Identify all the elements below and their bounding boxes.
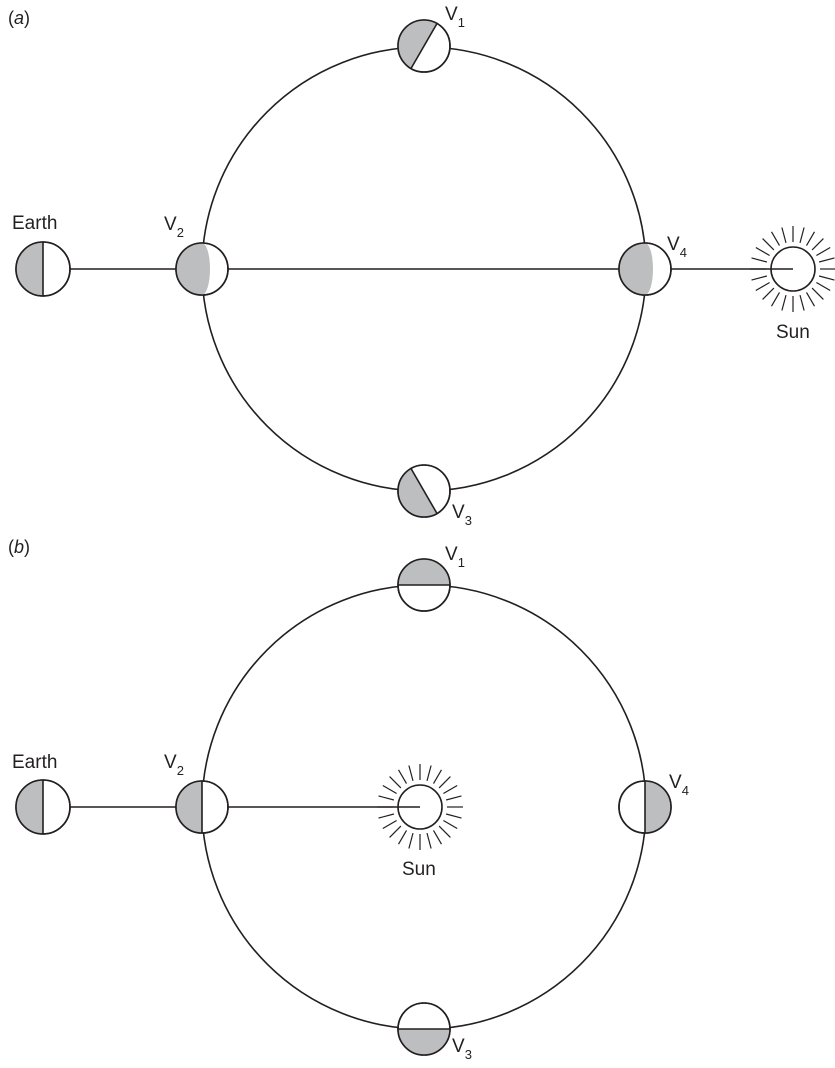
- sun-ray: [443, 786, 457, 794]
- sun-ray: [399, 830, 407, 844]
- venus-v2-a: [176, 243, 228, 295]
- sun-ray: [763, 288, 774, 299]
- sun-a: [750, 226, 835, 312]
- sun-ray: [772, 232, 780, 246]
- sun-ray: [819, 258, 834, 262]
- sun-ray: [409, 833, 413, 848]
- venus-label-v3-b: V3: [452, 1036, 472, 1062]
- sun-ray: [807, 292, 815, 306]
- earth-b: [16, 780, 70, 834]
- earth-label-b: Earth: [12, 752, 57, 773]
- sun-ray: [379, 796, 394, 800]
- venus-v3-a: [398, 465, 450, 517]
- sun-ray: [390, 777, 401, 788]
- sun-ray: [807, 232, 815, 246]
- sun-ray: [752, 258, 767, 262]
- sun-ray: [427, 766, 431, 781]
- venus-label-v4-a: V4: [667, 234, 687, 260]
- sun-ray: [383, 786, 397, 794]
- sun-ray: [439, 777, 450, 788]
- venus-v1-a: [397, 20, 450, 72]
- venus-v1-b: [398, 559, 450, 611]
- sun-ray: [434, 830, 442, 844]
- sun-ray: [800, 295, 804, 310]
- sun-ray: [812, 239, 823, 250]
- sun-ray: [756, 283, 770, 291]
- sun-ray: [379, 814, 394, 818]
- sun-ray: [782, 295, 786, 310]
- sun-ray: [439, 826, 450, 837]
- sun-ray: [772, 292, 780, 306]
- sun-ray: [383, 821, 397, 829]
- earth-a: [16, 242, 70, 296]
- venus-label-v3-a: V3: [452, 502, 472, 528]
- sun-ray: [443, 821, 457, 829]
- venus-label-v1-a: V1: [445, 4, 465, 30]
- earth-label-a: Earth: [12, 213, 57, 234]
- panel-a-label: (a): [8, 8, 30, 28]
- sun-ray: [427, 833, 431, 848]
- venus-v4-b: [619, 781, 671, 833]
- sun-label-b: Sun: [402, 859, 436, 880]
- panel-a: (a) Earth V1 V2: [8, 4, 835, 528]
- sun-ray: [434, 770, 442, 784]
- sun-ray: [782, 228, 786, 243]
- sun-label-a: Sun: [776, 322, 810, 343]
- sun-ray: [812, 288, 823, 299]
- venus-v4-a: [619, 243, 671, 295]
- venus-v3-b: [398, 1003, 450, 1055]
- sun-ray: [819, 276, 834, 280]
- sun-ray: [409, 766, 413, 781]
- sun-ray: [756, 248, 770, 256]
- panel-b: (b) Earth V1 V2: [8, 537, 689, 1062]
- venus-label-v2-b: V2: [164, 752, 184, 778]
- sun-ray: [763, 239, 774, 250]
- venus-label-v1-b: V1: [445, 544, 465, 570]
- sun-ray: [446, 814, 461, 818]
- sun-ray: [390, 826, 401, 837]
- sun-ray: [816, 248, 830, 256]
- venus-v2-b: [176, 781, 228, 833]
- venus-label-v4-b: V4: [669, 772, 689, 798]
- sun-ray: [816, 283, 830, 291]
- sun-ray: [800, 228, 804, 243]
- sun-b: [377, 764, 463, 850]
- sun-ray: [752, 276, 767, 280]
- sun-ray: [399, 770, 407, 784]
- sun-ray: [446, 796, 461, 800]
- panel-b-label: (b): [8, 537, 30, 557]
- venus-label-v2-a: V2: [164, 214, 184, 240]
